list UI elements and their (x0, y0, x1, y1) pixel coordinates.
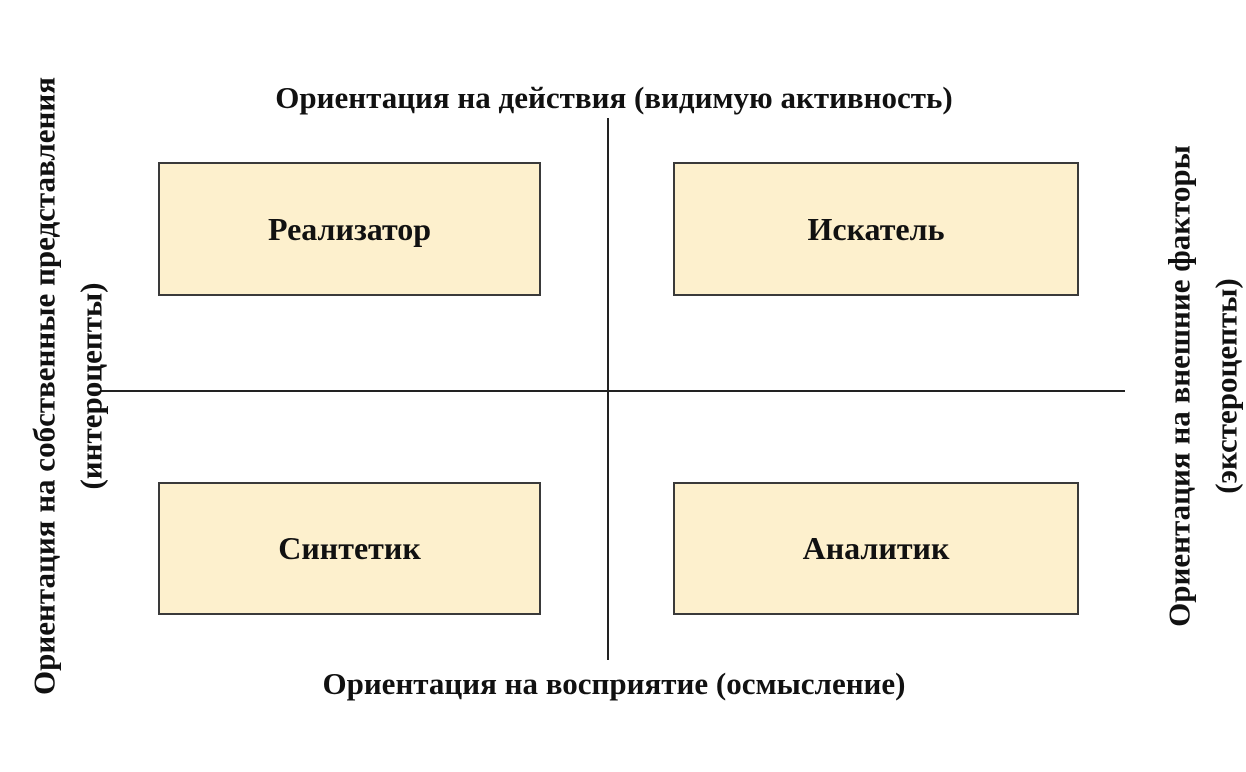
left-axis-label-line2: (интероцепты) (73, 282, 108, 490)
quadrant-synthesizer: Синтетик (158, 482, 541, 615)
horizontal-axis-line (100, 390, 1125, 392)
right-axis-label-line1: Ориентация на внешние факторы (1161, 145, 1197, 627)
quadrant-label: Реализатор (267, 210, 432, 247)
vertical-axis-line (607, 118, 609, 660)
quadrant-analyst: Аналитик (673, 482, 1079, 615)
bottom-axis-label: Ориентация на восприятие (осмысление) (322, 666, 906, 701)
right-axis-label-line2: (экстероцепты) (1208, 278, 1243, 494)
quadrant-seeker: Искатель (673, 162, 1079, 296)
quadrant-label: Синтетик (278, 530, 421, 566)
quadrant-label: Искатель (807, 210, 945, 247)
quadrant-label: Аналитик (802, 530, 950, 566)
quadrant-realizer: Реализатор (158, 162, 541, 296)
right-axis-label: Ориентация на внешние факторы (экстероце… (1157, 145, 1246, 627)
left-axis-label: Ориентация на собственные представления … (22, 77, 115, 695)
top-axis-label: Ориентация на действия (видимую активнос… (275, 80, 953, 115)
left-axis-label-line1: Ориентация на собственные представления (26, 77, 62, 695)
